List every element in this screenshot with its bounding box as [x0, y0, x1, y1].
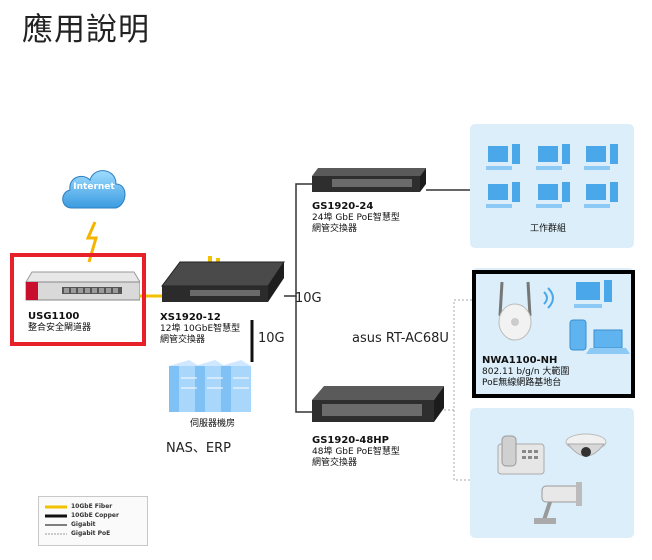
link-10g-top-label: 10G: [295, 291, 322, 306]
link-gs48-cameras: [453, 410, 472, 481]
gs24-name: GS1920-24: [312, 201, 374, 212]
security-panel: [470, 408, 634, 538]
xs-name: XS1920-12: [160, 312, 221, 323]
xs-desc-1: 12埠 10GbE智慧型: [160, 324, 241, 334]
cloud-label: Internet: [73, 182, 115, 192]
lightning-icon: [85, 221, 98, 263]
xs-desc-2: 網管交換器: [160, 335, 206, 345]
legend: 10GbE Fiber 10GbE Copper Gigabit Gigabit…: [38, 496, 148, 546]
nwa-desc-1: 802.11 b/g/n 大範圍: [482, 367, 570, 377]
xs-switch-icon: [161, 256, 285, 302]
gs48-switch-icon: [312, 386, 444, 422]
nas-erp-label: NAS、ERP: [166, 441, 231, 456]
link-xs-gs24: [284, 183, 312, 297]
gs48-name: GS1920-48HP: [312, 435, 390, 446]
router-label: asus RT-AC68U: [352, 331, 449, 346]
legend-item-gigabit-poe: Gigabit PoE: [71, 530, 111, 537]
link-gs48-panels: [444, 299, 472, 411]
usg-highlight-box: [10, 253, 146, 346]
security-devices-icon: [497, 433, 607, 524]
firewall-device-icon: [25, 271, 140, 301]
legend-item-gigabit: Gigabit: [71, 521, 96, 528]
gs24-switch-icon: [312, 168, 426, 192]
server-label: 伺服器機房: [190, 419, 236, 429]
link-10g-bottom-label: 10G: [258, 331, 285, 346]
workgroup-label: 工作群組: [530, 224, 567, 234]
gs48-desc-1: 48埠 GbE PoE智慧型: [312, 447, 400, 457]
legend-item-10gbe-copper: 10GbE Copper: [71, 512, 119, 519]
gs48-desc-2: 網管交換器: [312, 458, 358, 468]
gs24-desc-1: 24埠 GbE PoE智慧型: [312, 213, 400, 223]
legend-item-10gbe-fiber: 10GbE Fiber: [71, 503, 113, 510]
nwa-desc-2: PoE無線網路基地台: [482, 378, 562, 388]
nwa-name: NWA1100-NH: [482, 355, 558, 366]
nwa-highlight-box: [472, 270, 635, 398]
usg-name: USG1100: [28, 311, 80, 322]
legend-swatches: [45, 505, 67, 535]
wireless-devices-icon: [498, 280, 630, 354]
server-rack-icon: [169, 360, 251, 412]
page-title: 應用說明: [22, 12, 150, 48]
usg-desc: 整合安全閘道器: [28, 323, 92, 333]
link-xs-gs48: [295, 296, 312, 413]
workstation-icons: [486, 144, 618, 208]
gs24-desc-2: 網管交換器: [312, 224, 358, 234]
cloud-icon: [62, 170, 126, 209]
